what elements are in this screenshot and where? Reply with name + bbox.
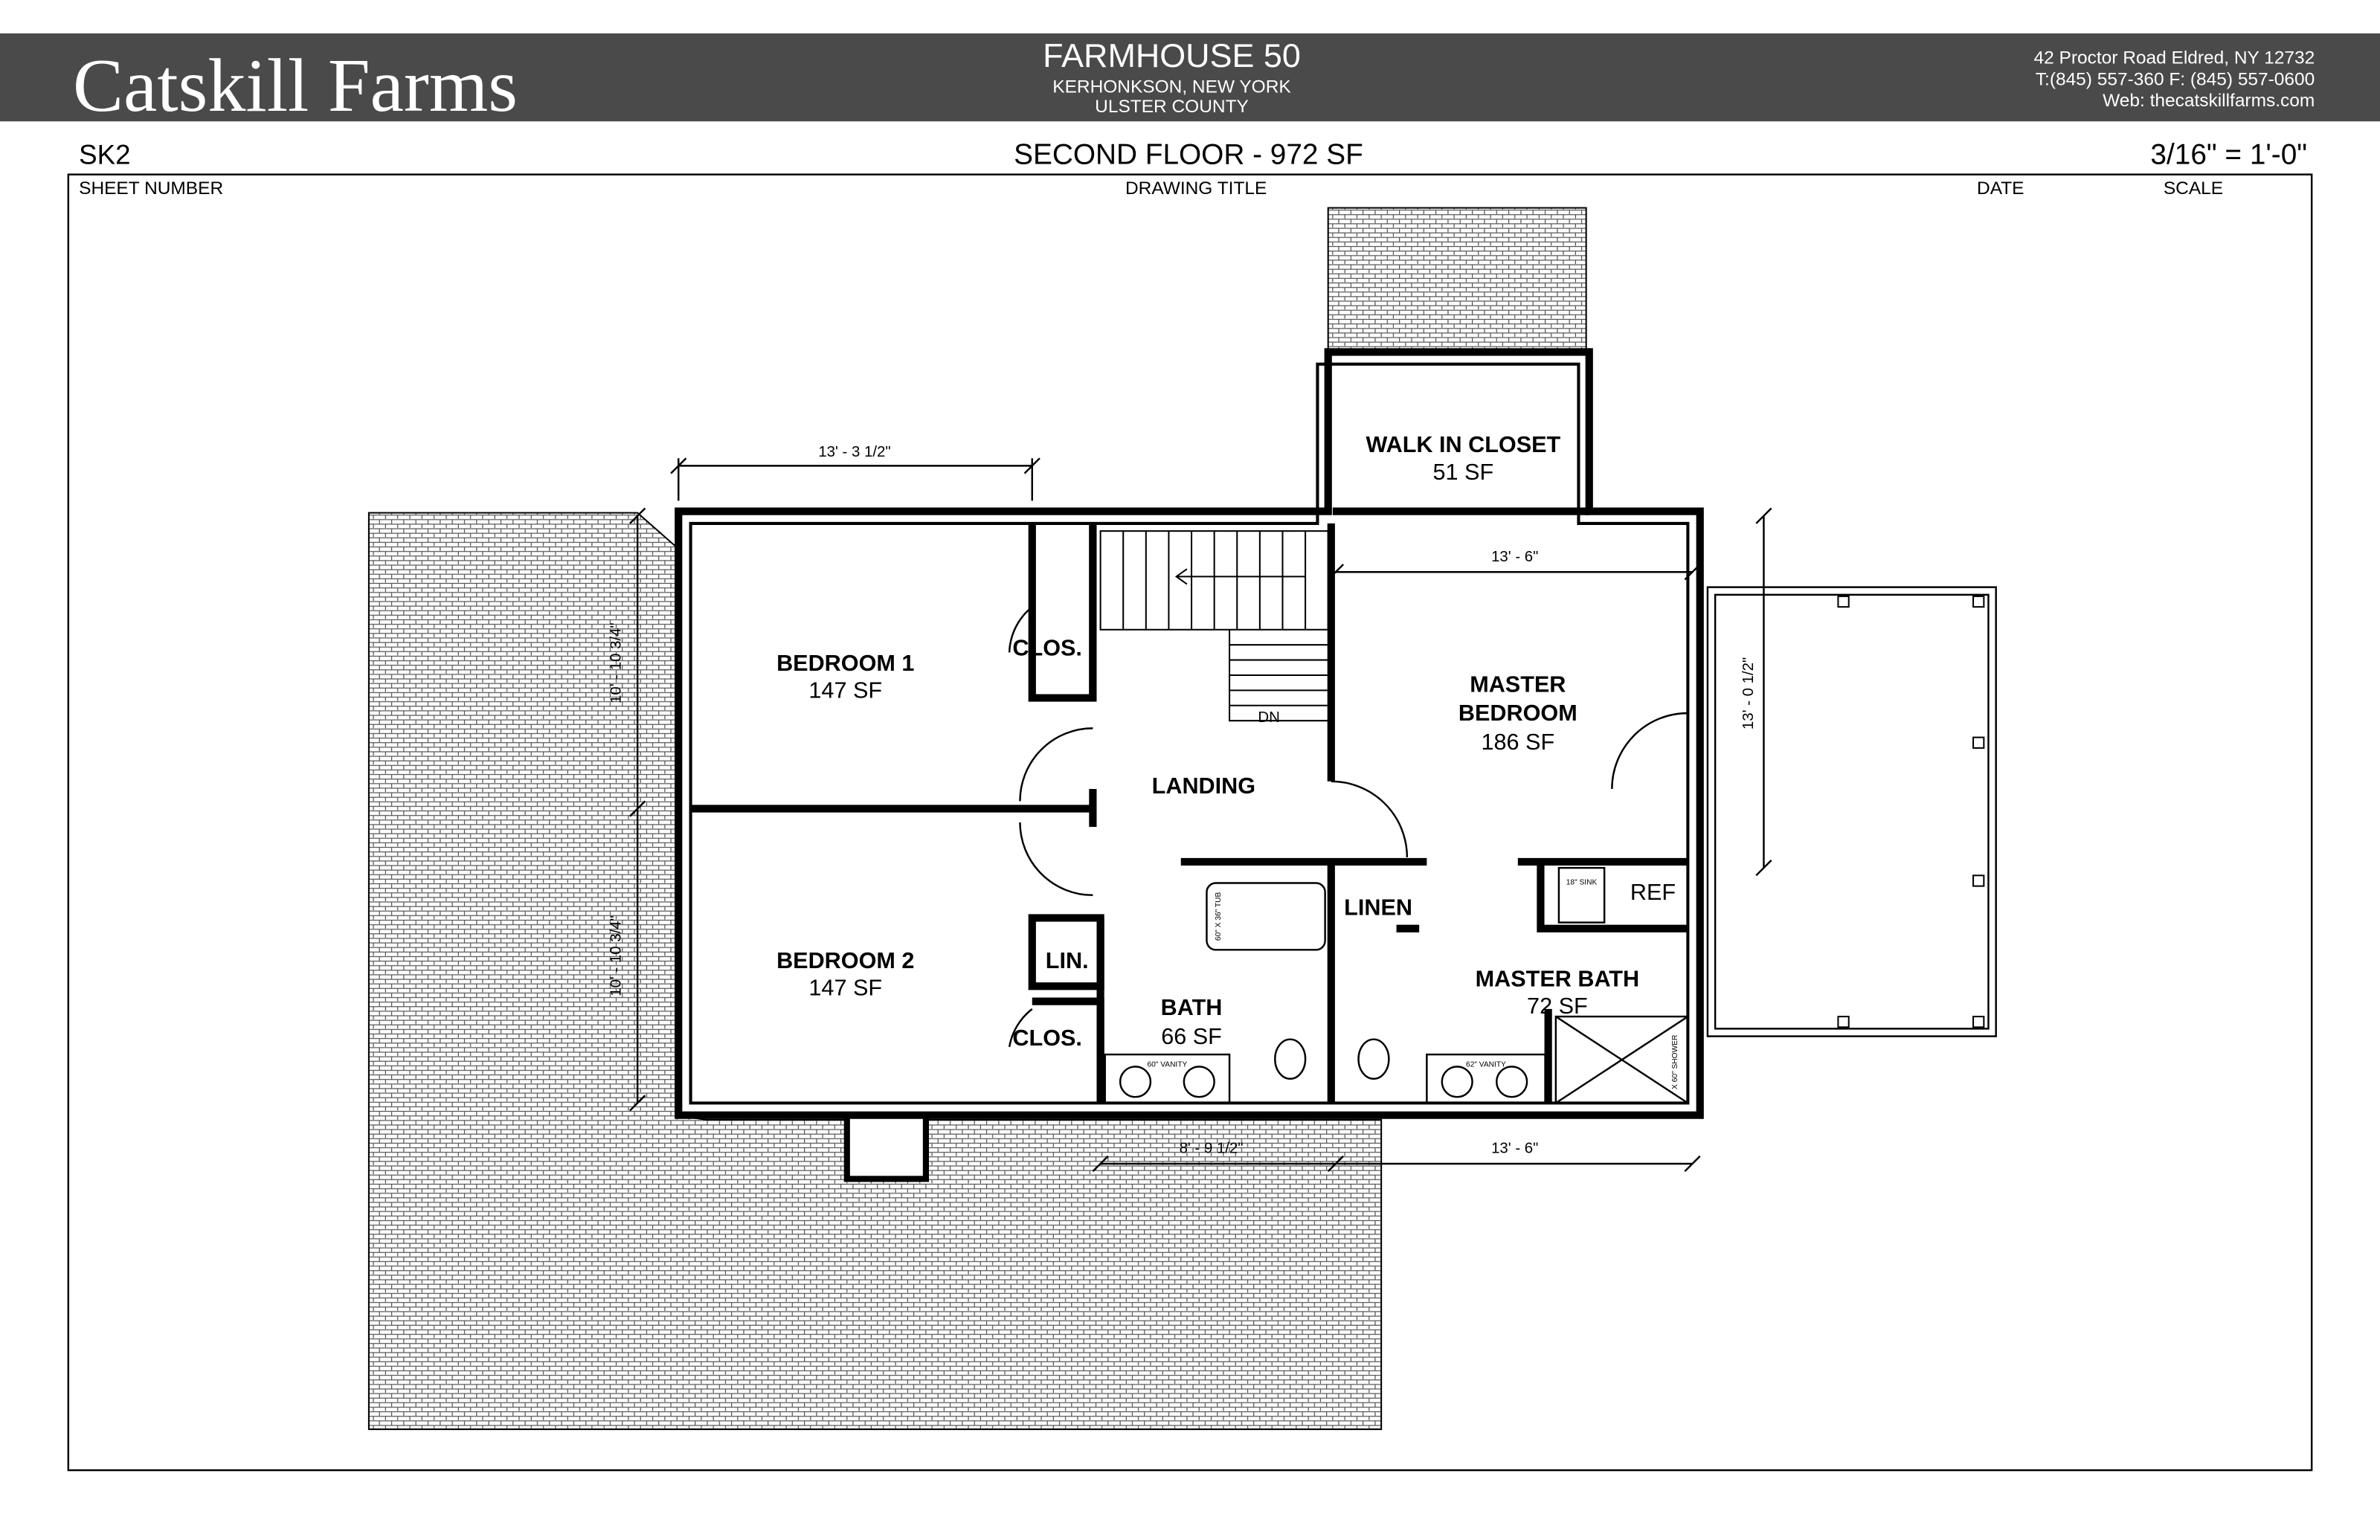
sink: [1557, 866, 1606, 924]
brand-logo: Catskill Farms: [73, 44, 518, 128]
master-vanity: [1426, 1053, 1546, 1104]
dim-bath-width: 8' - 9 1/2": [1180, 1141, 1244, 1157]
drawing-frame: [67, 173, 2313, 1472]
drawing-title-label: DRAWING TITLE: [1125, 178, 1267, 199]
company-web: Web: thecatskillfarms.com: [2103, 91, 2315, 111]
shower-drain-lines: [1555, 1016, 1689, 1104]
dimension-lines: [629, 457, 1772, 1173]
ref-label: REF: [1630, 880, 1676, 905]
sink-basin-icon: [1119, 1066, 1152, 1098]
tub-label: 60" X 36" TUB: [1215, 892, 1223, 941]
dim-bedroom2-depth: 10' - 10 3/4": [608, 915, 625, 996]
bath-vanity: [1104, 1053, 1231, 1104]
area-master-bedroom: 186 SF: [1481, 729, 1554, 755]
room-walk-in-closet: WALK IN CLOSET: [1366, 432, 1560, 457]
stair-dn-label: DN: [1258, 709, 1279, 726]
sink-basin-icon: [1441, 1066, 1473, 1098]
area-bath: 66 SF: [1161, 1024, 1222, 1049]
dim-bedroom1-depth: 10' - 10 3/4": [608, 622, 625, 703]
company-address: 42 Proctor Road Eldred, NY 12732: [2034, 48, 2315, 68]
interior-walls: [690, 507, 1688, 1104]
date-label: DATE: [1977, 178, 2024, 199]
company-phone: T:(845) 557-360 F: (845) 557-0600: [2036, 69, 2315, 89]
sink-label: 18" SINK: [1566, 879, 1598, 887]
area-walk-in-closet: 51 SF: [1433, 460, 1494, 485]
area-master-bath: 72 SF: [1527, 993, 1588, 1019]
project-title: FARMHOUSE 50: [1043, 36, 1301, 74]
shower: [1554, 1015, 1689, 1104]
area-bedroom-2: 147 SF: [808, 976, 882, 1001]
room-master-bedroom: MASTER: [1470, 671, 1566, 697]
room-bedroom-2: BEDROOM 2: [776, 948, 914, 973]
bath-vanity-label: 60" VANITY: [1147, 1060, 1187, 1069]
project-county: ULSTER COUNTY: [1095, 97, 1249, 117]
room-landing: LANDING: [1152, 773, 1255, 799]
drawing-title: SECOND FLOOR - 972 SF: [1014, 138, 1363, 170]
stairs: [1099, 530, 1329, 722]
bathtub: [1206, 882, 1326, 951]
room-master-bath: MASTER BATH: [1476, 966, 1639, 991]
chimney-roof-hatch: [1327, 207, 1587, 353]
room-linen: LINEN: [1344, 895, 1412, 920]
lower-roof-hatch: [367, 512, 1383, 1431]
room-bath: BATH: [1161, 995, 1223, 1020]
dim-bedroom1-width: 13' - 3 1/2": [818, 444, 890, 460]
door-swings: [1008, 606, 1688, 1048]
room-closet-1: CLOS.: [1012, 635, 1081, 660]
toilet-icon: [1357, 1038, 1390, 1080]
scale-label: SCALE: [2164, 178, 2223, 199]
toilet-icon: [1274, 1038, 1307, 1080]
room-master-bedroom-2: BEDROOM: [1458, 700, 1577, 726]
room-lin: LIN.: [1046, 948, 1089, 973]
area-bedroom-1: 147 SF: [808, 678, 882, 703]
sheet-number: SK2: [79, 139, 130, 170]
sink-basin-icon: [1496, 1066, 1528, 1098]
project-location: KERHONKSON, NEW YORK: [1052, 77, 1291, 97]
dim-master-bath-width: 13' - 6": [1491, 1141, 1538, 1157]
header-bar: [0, 33, 2380, 122]
drawing-scale: 3/16" = 1'-0": [2150, 138, 2307, 170]
shower-label: X 60" SHOWER: [1671, 1035, 1679, 1089]
sink-basin-icon: [1183, 1066, 1215, 1098]
exterior-walls-inner: [689, 362, 1690, 1105]
dim-master-width: 13' - 6": [1491, 549, 1538, 565]
master-vanity-label: 62" VANITY: [1466, 1060, 1506, 1069]
room-bedroom-1: BEDROOM 1: [776, 651, 914, 676]
porch-outline: [1706, 586, 1997, 1037]
porch-posts: [1837, 595, 1985, 1028]
dim-master-depth: 13' - 0 1/2": [1740, 657, 1757, 729]
porch-inner: [1714, 593, 1990, 1030]
sheet-number-label: SHEET NUMBER: [79, 178, 223, 199]
room-closet-2: CLOS.: [1012, 1025, 1081, 1051]
chimney: [843, 1112, 929, 1182]
